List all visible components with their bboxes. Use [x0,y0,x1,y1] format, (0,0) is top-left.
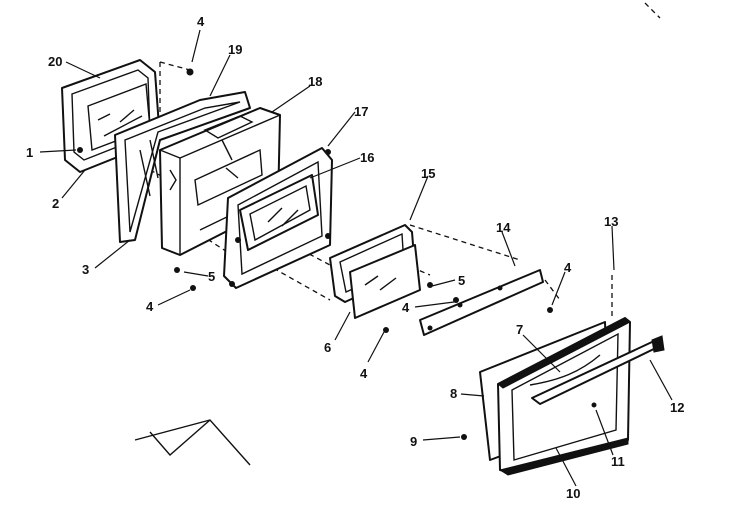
callout-4-left: 4 [146,299,154,314]
callout-7: 7 [516,322,523,337]
callout-14: 14 [496,220,511,235]
callout-8: 8 [450,386,457,401]
part-16-window-glass [239,174,319,251]
callout-13: 13 [604,214,618,229]
callout-labels: 4 20 19 18 17 16 15 14 13 1 2 3 5 4 5 4 … [26,14,684,501]
part-10-outer-door-frame [497,317,631,476]
callout-11: 11 [611,454,625,469]
callout-4-mid: 4 [402,300,410,315]
callout-4-bottom: 4 [360,366,368,381]
callout-2: 2 [52,196,59,211]
callout-5-mid: 5 [458,273,465,288]
callout-12: 12 [670,400,684,415]
callout-1: 1 [26,145,33,160]
callout-16: 16 [360,150,374,165]
part-14-trim-bracket [419,269,544,336]
callout-9: 9 [410,434,417,449]
screws [174,68,553,440]
callout-3: 3 [82,262,89,277]
callout-4-top: 4 [197,14,205,29]
callout-20: 20 [48,54,62,69]
callout-18: 18 [308,74,322,89]
callout-4-right: 4 [564,260,572,275]
part-reference-sheet [134,419,251,466]
callout-17: 17 [354,104,368,119]
callout-5-left: 5 [208,269,215,284]
callout-19: 19 [228,42,242,57]
part-19-gasket-frame [114,91,251,243]
callout-10: 10 [566,486,580,501]
leader-lines [39,29,673,487]
part-6-glass-panel [349,244,421,319]
part-12-door-handle [531,335,665,405]
callout-6: 6 [324,340,331,355]
callout-15: 15 [421,166,435,181]
